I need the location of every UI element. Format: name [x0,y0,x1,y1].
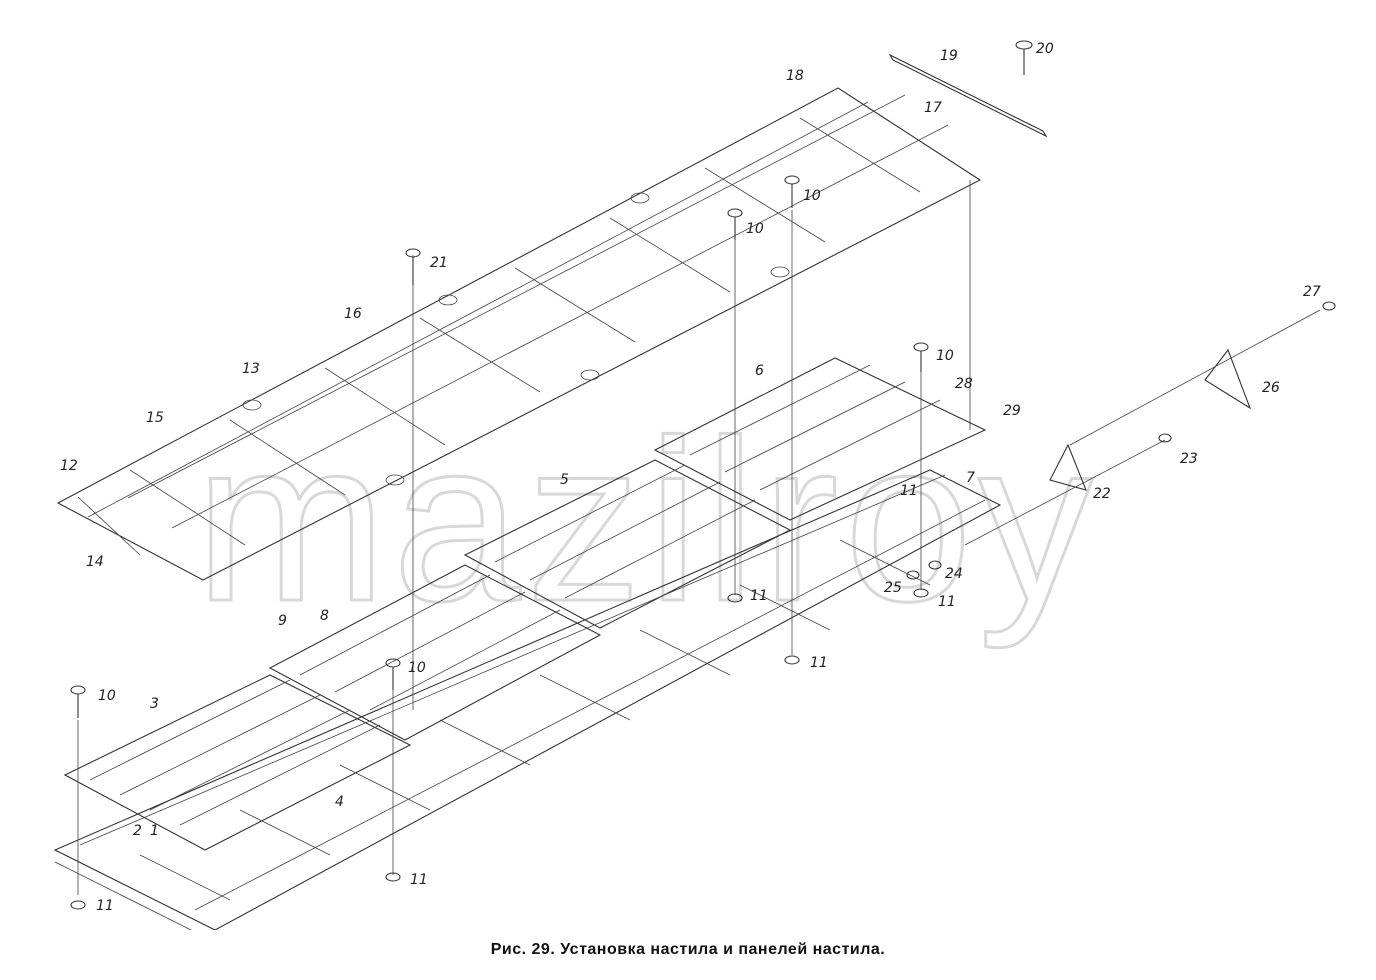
label-12: 12 [60,458,78,474]
label-8: 8 [320,608,329,624]
label-11e: 11 [938,594,956,610]
label-11c: 11 [750,588,768,604]
label-17: 17 [924,100,942,116]
label-24: 24 [945,566,963,582]
label-10e: 10 [936,348,954,364]
label-2: 2 [133,823,142,839]
floor-panel-sheet [56,87,982,581]
label-22: 22 [1093,486,1111,502]
nut-11-icon [70,588,929,910]
label-11d: 11 [810,655,828,671]
label-11b: 11 [410,872,428,888]
label-25: 25 [884,580,902,596]
label-9: 9 [278,613,287,629]
reflector-assembly [906,301,1336,580]
label-29: 29 [1003,403,1021,419]
chassis-frame [53,469,1002,930]
label-16: 16 [344,306,362,322]
strip-19 [888,53,1048,138]
label-1: 1 [150,823,159,839]
label-27: 27 [1303,284,1321,300]
label-26: 26 [1262,380,1280,396]
label-4: 4 [335,794,344,810]
label-18: 18 [786,68,804,84]
label-11a: 11 [96,898,114,914]
label-5: 5 [560,472,569,488]
bolt-10-icon [70,175,929,718]
label-13: 13 [242,361,260,377]
label-6: 6 [755,363,764,379]
part-labels: 1 2 3 4 5 6 7 8 9 10 10 10 10 10 11 11 1… [60,41,1321,914]
label-20: 20 [1036,41,1054,57]
label-10d: 10 [803,188,821,204]
label-3: 3 [150,696,159,712]
deck-boards [63,357,987,851]
label-14: 14 [86,554,104,570]
label-11f: 11 [900,483,918,499]
label-21: 21 [430,255,448,271]
label-19: 19 [940,48,958,64]
label-28: 28 [955,376,973,392]
watermark: mazilroy [195,392,1099,649]
label-10b: 10 [408,660,426,676]
label-7: 7 [966,470,975,486]
label-23: 23 [1180,451,1198,467]
bolt-axes [77,180,971,895]
screw-20 [1015,40,1033,75]
label-15: 15 [146,410,164,426]
label-10c: 10 [746,221,764,237]
figure-caption: Рис. 29. Установка настила и панелей нас… [490,941,886,958]
label-10a: 10 [98,688,116,704]
exploded-assembly-diagram: mazilroy [53,40,1336,930]
